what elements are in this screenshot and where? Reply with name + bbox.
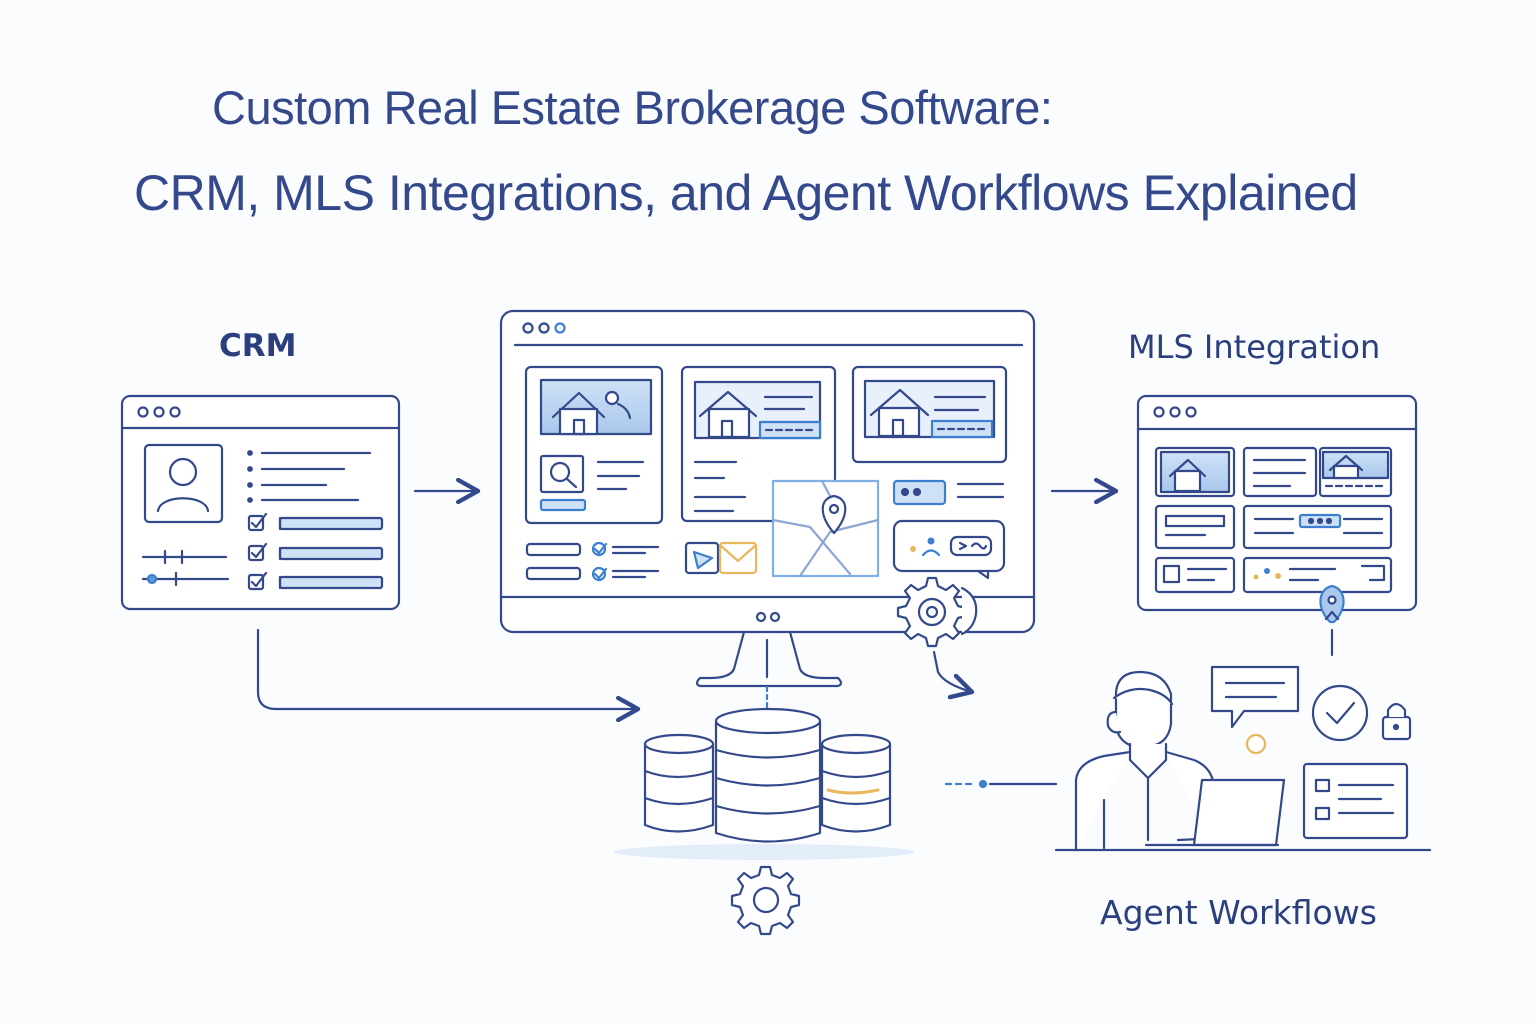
house-icon <box>869 388 930 417</box>
send-icon <box>684 541 720 575</box>
listing-card-2 <box>680 365 837 523</box>
approved-check-icon <box>1311 684 1369 742</box>
status-dot-icon <box>1245 733 1267 755</box>
search-icon <box>539 454 585 494</box>
map-pin-icon <box>821 494 847 535</box>
task-board-icon <box>1302 762 1409 840</box>
listing-card-3 <box>851 365 1008 464</box>
crm-sliders <box>141 549 230 587</box>
mls-window <box>1136 394 1418 612</box>
title-line-2: CRM, MLS Integrations, and Agent Workflo… <box>134 165 1358 221</box>
task-checklist <box>247 512 384 591</box>
lock-icon <box>1381 702 1412 741</box>
laptop-icon <box>1144 778 1286 847</box>
status-widgets <box>892 479 1006 580</box>
database-icon <box>714 707 822 843</box>
database-icon <box>643 733 715 833</box>
contact-detail-lines <box>247 450 372 503</box>
checkbox-checked-icon <box>247 573 265 591</box>
database-cluster <box>614 685 914 860</box>
agent-workflows-label: Agent Workflows <box>1100 893 1377 932</box>
user-profile-icon <box>143 443 224 524</box>
database-icon <box>820 733 892 833</box>
gear-icon <box>896 576 978 648</box>
listing-card-1 <box>524 365 664 525</box>
map-panel <box>771 479 880 578</box>
crm-window <box>120 394 401 611</box>
mls-integration-label: MLS Integration <box>1128 328 1381 366</box>
window-dot-icon <box>153 406 165 418</box>
title-line-1: Custom Real Estate Brokerage Software: <box>212 81 1053 134</box>
window-dot-icon <box>137 406 149 418</box>
agent-workspace <box>1054 665 1432 852</box>
checkbox-checked-icon <box>247 544 265 562</box>
mail-icon <box>718 541 758 575</box>
settings-gear-icon <box>730 865 801 936</box>
crm-label: CRM <box>219 328 297 364</box>
location-pin-icon <box>1319 584 1345 624</box>
checkbox-checked-icon <box>247 514 265 532</box>
central-monitor <box>499 309 1036 700</box>
arrow-crm-to-database <box>256 628 641 723</box>
chat-bubble-icon <box>1210 665 1300 729</box>
mini-task-list <box>525 541 660 582</box>
window-dot-icon <box>169 406 181 418</box>
